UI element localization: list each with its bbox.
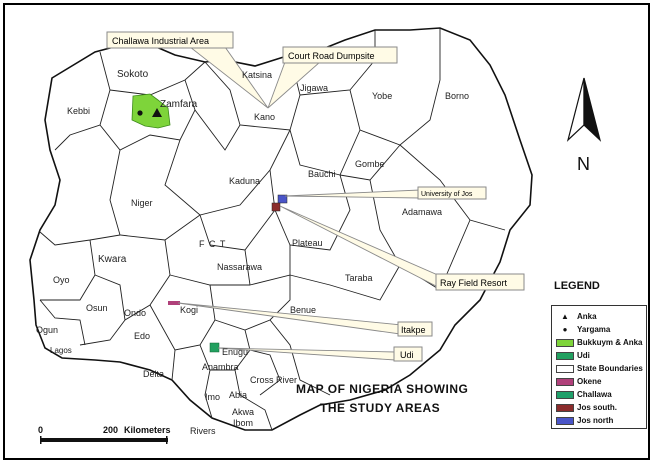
state-label-rivers: Rivers [190, 426, 216, 436]
callout-court-road: Court Road Dumpsite [282, 46, 398, 64]
callout-ray-field-label: Ray Field Resort [440, 278, 508, 288]
state-labels: Sokoto Zamfara Kebbi Katsina Jigawa Kano… [36, 69, 469, 436]
state-label-niger: Niger [131, 198, 153, 208]
state-label-ibom: Ibom [233, 418, 253, 428]
north-arrow-icon [566, 77, 602, 142]
state-boundaries [39, 28, 506, 431]
callout-university-jos-label: University of Jos [421, 191, 473, 198]
state-label-fct: F C T [199, 239, 226, 249]
state-label-ogun: Ogun [36, 325, 58, 335]
state-label-akwa: Akwa [232, 407, 254, 417]
state-label-borno: Borno [445, 91, 469, 101]
legend-swatch [556, 338, 574, 347]
legend-item-label: Yargama [577, 325, 611, 334]
north-label: N [577, 154, 590, 174]
callout-court-road-label: Court Road Dumpsite [288, 51, 375, 61]
yargama-dot-marker [137, 110, 143, 116]
legend-title: LEGEND [554, 280, 600, 292]
anka-triangle-marker [152, 108, 162, 117]
state-label-bauchi: Bauchi [308, 169, 336, 179]
legend-item-bukkuym-anka: Bukkuym & Anka [556, 337, 643, 348]
state-label-gombe: Gombe [355, 159, 385, 169]
state-label-adamawa: Adamawa [402, 207, 442, 217]
legend-swatch [556, 403, 574, 412]
jos-south-area [271, 202, 281, 212]
legend-item-challawa: Challawa [556, 389, 612, 400]
state-label-osun: Osun [86, 303, 108, 313]
state-label-oyo: Oyo [53, 275, 70, 285]
zamfara-study-area [131, 93, 171, 129]
okene-area [168, 301, 180, 305]
legend-item-state-boundaries: State Boundaries [556, 363, 643, 374]
callout-udi-label: Udi [400, 350, 414, 360]
legend-box: ▲ Anka ● Yargama Bukkuym & Anka Udi Stat… [551, 305, 647, 429]
state-label-sokoto: Sokoto [117, 69, 149, 80]
legend-swatch [556, 390, 574, 399]
legend-item-label: Udi [577, 351, 590, 360]
dot-icon: ● [562, 325, 568, 334]
callout-ray-field: Ray Field Resort [435, 273, 525, 291]
state-label-imo: Imo [205, 392, 220, 402]
legend-item-jos-north: Jos north [556, 415, 613, 426]
state-label-kogi: Kogi [180, 305, 198, 315]
legend-item-anka: ▲ Anka [556, 311, 597, 322]
state-label-jigawa: Jigawa [300, 83, 328, 93]
state-label-lagos: Lagos [50, 346, 72, 355]
callout-udi: Udi [393, 346, 423, 362]
legend-swatch [556, 351, 574, 360]
legend-item-label: Challawa [577, 390, 612, 399]
state-label-kano: Kano [254, 112, 275, 122]
legend-item-label: Okene [577, 377, 602, 386]
state-label-benue: Benue [290, 305, 316, 315]
callout-leaders [177, 46, 441, 361]
scale-unit-label: Kilometers [124, 425, 171, 435]
legend-item-jos-south: Jos south. [556, 402, 617, 413]
state-label-plateau: Plateau [292, 238, 323, 248]
state-label-cross-river: Cross River [250, 375, 297, 385]
legend-item-label: Jos south. [577, 403, 618, 412]
state-label-abia: Abia [229, 390, 247, 400]
state-label-edo: Edo [134, 331, 150, 341]
triangle-icon: ▲ [561, 312, 569, 321]
state-label-kwara: Kwara [98, 254, 127, 265]
state-label-zamfara: Zamfara [160, 99, 198, 110]
callout-itakpe: Itakpe [397, 321, 433, 337]
legend-item-label: Anka [577, 312, 597, 321]
state-label-kebbi: Kebbi [67, 106, 90, 116]
state-label-nassarawa: Nassarawa [217, 262, 262, 272]
legend-item-yargama: ● Yargama [556, 324, 611, 335]
state-label-yobe: Yobe [372, 91, 392, 101]
state-label-anambra: Anambra [202, 362, 239, 372]
jos-north-area [277, 194, 288, 204]
scale-zero-label: 0 [38, 425, 43, 435]
udi-area [209, 342, 220, 353]
legend-swatch [556, 377, 574, 386]
callout-challawa: Challawa Industrial Area [106, 31, 234, 49]
legend-swatch [556, 364, 574, 373]
callout-challawa-label: Challawa Industrial Area [112, 36, 209, 46]
state-label-enugu: Enugu [222, 347, 248, 357]
map-title-line2: THE STUDY AREAS [320, 401, 440, 415]
state-label-taraba: Taraba [345, 273, 373, 283]
legend-item-label: Jos north [577, 416, 614, 425]
state-label-kaduna: Kaduna [229, 176, 260, 186]
legend-swatch [556, 416, 574, 425]
state-label-katsina: Katsina [242, 70, 272, 80]
state-label-ondo: Ondo [124, 308, 146, 318]
scale-distance-label: 200 [103, 425, 118, 435]
legend-item-label: State Boundaries [577, 364, 643, 373]
map-title-line1: MAP OF NIGERIA SHOWING [296, 382, 468, 396]
scale-bar [40, 436, 168, 444]
legend-item-okene: Okene [556, 376, 601, 387]
state-label-delta: Delta [143, 369, 164, 379]
legend-item-udi: Udi [556, 350, 590, 361]
legend-item-label: Bukkuym & Anka [577, 338, 643, 347]
callout-itakpe-label: Itakpe [401, 325, 426, 335]
callout-university-jos: University of Jos [417, 186, 487, 200]
